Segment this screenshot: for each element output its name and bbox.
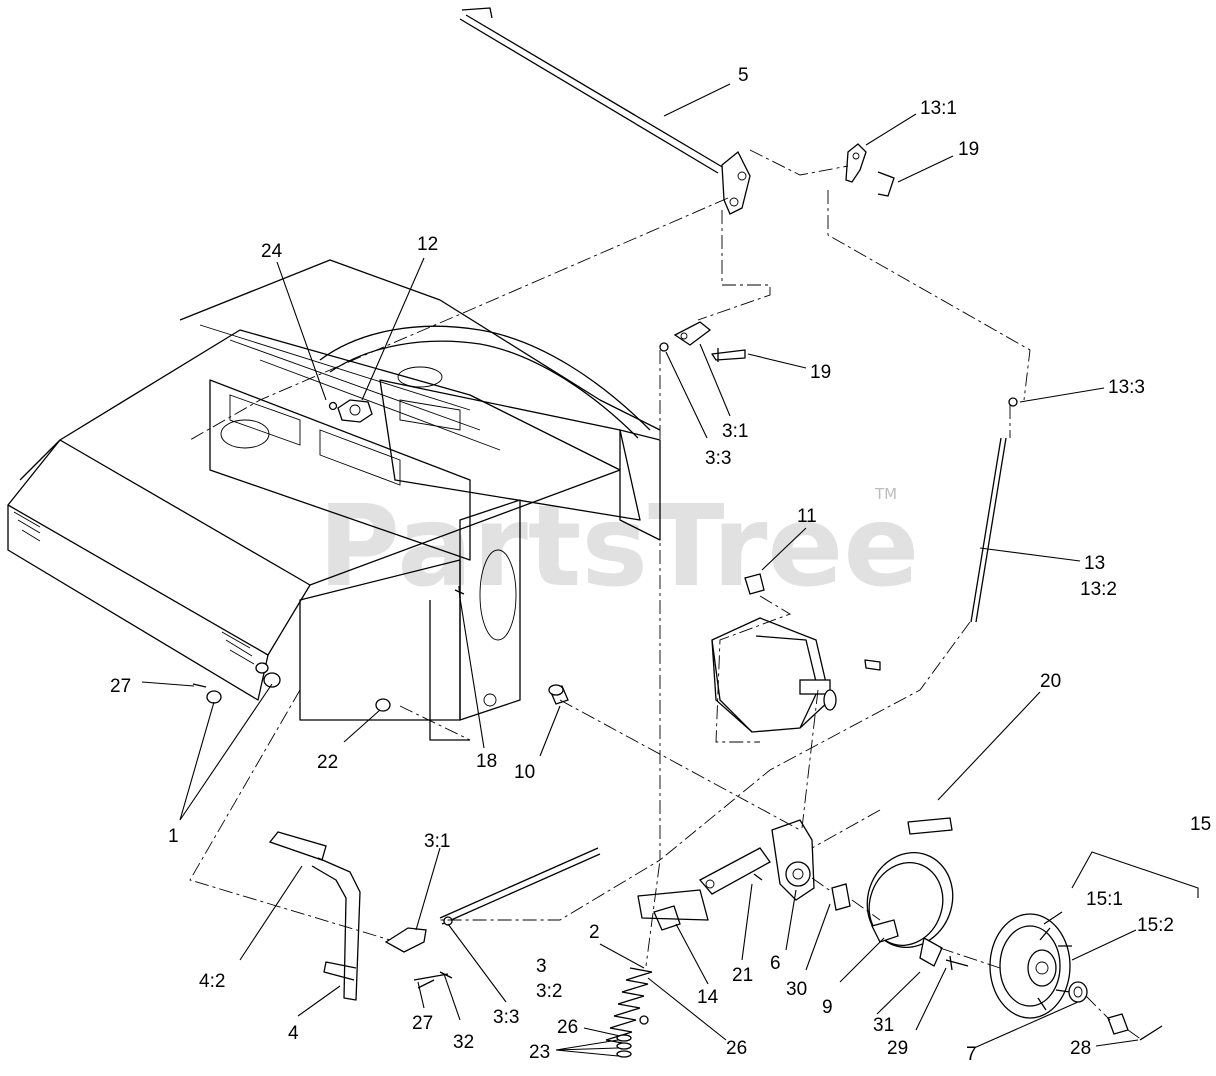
callout-27-upper: 27 (110, 676, 131, 697)
callout-11: 11 (797, 506, 817, 527)
callout-4: 4 (288, 1023, 299, 1044)
chassis-frame (7, 259, 661, 741)
callout-30: 30 (786, 979, 807, 1000)
callout-4-2: 4:2 (199, 971, 225, 992)
callout-29: 29 (887, 1038, 908, 1059)
callout-32: 32 (453, 1032, 474, 1053)
callout-15-1: 15:1 (1086, 889, 1123, 910)
callout-7: 7 (966, 1044, 977, 1065)
callout-20: 20 (1040, 671, 1061, 692)
callout-13-1: 13:1 (920, 98, 957, 119)
callout-31: 31 (873, 1015, 894, 1036)
callout-5: 5 (738, 65, 749, 86)
brake-arm (637, 817, 953, 931)
leader-lines (141, 83, 1139, 1057)
assembly-lines (189, 149, 1143, 1041)
callout-12: 12 (417, 234, 438, 255)
callout-13-2: 13:2 (1080, 579, 1117, 600)
callout-28: 28 (1070, 1038, 1091, 1059)
callout-3-2: 3:2 (536, 981, 562, 1002)
callout-3-3-lower: 3:3 (493, 1007, 519, 1028)
callout-23: 23 (529, 1042, 550, 1063)
callout-9: 9 (822, 997, 833, 1018)
callout-3-3-upper: 3:3 (705, 448, 731, 469)
callout-3: 3 (536, 956, 547, 977)
callout-6: 6 (770, 953, 781, 974)
callout-10: 10 (514, 762, 535, 783)
lower-linkage (384, 847, 601, 989)
callout-19-upper: 19 (958, 139, 979, 160)
callout-2: 2 (589, 922, 600, 943)
callout-1: 1 (168, 826, 179, 847)
callout-3-1-lower: 3:1 (424, 831, 450, 852)
callout-21: 21 (732, 965, 753, 986)
hydro-pump (711, 573, 881, 733)
watermark-trademark: TM (874, 485, 897, 503)
callout-19-lower: 19 (810, 362, 831, 383)
callout-27-lower: 27 (412, 1013, 433, 1034)
brake-drum-assembly (866, 851, 1199, 1041)
callout-22: 22 (317, 752, 338, 773)
watermark-logo: PartsTree (318, 482, 919, 612)
callout-13: 13 (1084, 553, 1105, 574)
brake-pedal (268, 831, 361, 1001)
callout-24: 24 (261, 241, 283, 262)
spring-assembly (605, 967, 653, 1058)
callout-labels: 5 13:1 19 24 12 19 13:3 3:1 3:3 11 13 13… (110, 65, 1211, 1065)
callout-3-1-upper: 3:1 (722, 421, 748, 442)
callout-26-left: 26 (557, 1017, 578, 1038)
callout-26-right: 26 (726, 1038, 747, 1059)
callout-15-2: 15:2 (1137, 915, 1174, 936)
upper-linkage (459, 7, 1018, 623)
callout-18: 18 (476, 751, 497, 772)
callout-13-3: 13:3 (1108, 377, 1145, 398)
callout-14: 14 (697, 987, 719, 1008)
callout-15: 15 (1190, 814, 1211, 835)
